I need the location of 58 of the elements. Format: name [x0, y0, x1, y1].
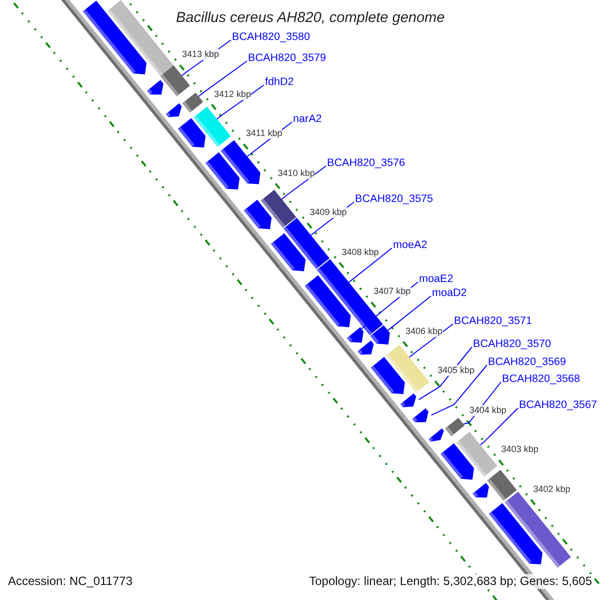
gene-feature	[400, 393, 416, 408]
tick-label: 3413 kbp	[182, 49, 220, 60]
gene-label: narA2	[293, 112, 322, 126]
gene-feature	[261, 190, 296, 228]
gene-feature	[182, 92, 204, 113]
tick-label: 3405 kbp	[438, 365, 475, 376]
gene-feature	[428, 428, 444, 442]
tick-label: 3409 kbp	[310, 207, 347, 218]
gene-feature	[445, 418, 465, 436]
gene-feature	[147, 80, 164, 95]
gene-label: moaD2	[432, 286, 467, 300]
gene-label: moaE2	[419, 272, 454, 286]
tick-label: 3408 kbp	[342, 246, 379, 258]
gene-feature	[271, 233, 306, 272]
tick-label: 3410 kbp	[278, 168, 315, 179]
tick-label: 3404 kbp	[469, 404, 506, 416]
tick-label: 3412 kbp	[214, 88, 252, 100]
map-title: Bacillus cereus AH820, complete genome	[176, 9, 445, 27]
gene-feature	[166, 103, 182, 118]
genome-stats-text: Topology: linear; Length: 5,302,683 bp; Genes: 5,605	[309, 574, 592, 589]
tick-label: 3402 kbp	[533, 484, 570, 495]
leader-line	[281, 166, 326, 200]
gene-label: BCAH820_3568	[502, 372, 580, 386]
tick-label: 3411 kbp	[246, 128, 282, 140]
gene-feature	[83, 0, 146, 74]
leader-line	[387, 296, 432, 331]
leader-line	[198, 60, 248, 97]
gene-label: fdhD2	[265, 75, 294, 89]
gene-feature	[472, 482, 489, 498]
gene-feature	[160, 65, 190, 96]
gene-feature	[304, 275, 351, 328]
gene-feature	[194, 106, 231, 147]
gene-feature	[440, 443, 474, 480]
leader-line	[480, 408, 518, 446]
leader-line	[430, 364, 488, 416]
gene-feature	[487, 470, 517, 501]
gene-label: BCAH820_3571	[454, 314, 532, 328]
tick-label: 3406 kbp	[406, 326, 443, 337]
leader-line	[216, 84, 264, 120]
gene-label: BCAH820_3569	[488, 355, 566, 369]
gene-label: BCAH820_3579	[248, 51, 326, 65]
tick-label: 3407 kbp	[374, 286, 411, 298]
gene-label: BCAH820_3567	[519, 398, 598, 412]
gene-label: BCAH820_3575	[355, 192, 434, 206]
gene-label: BCAH820_3580	[232, 30, 310, 44]
gene-label: moeA2	[393, 238, 428, 252]
leader-line	[408, 324, 454, 358]
gene-feature	[358, 340, 374, 355]
gene-feature	[412, 408, 428, 422]
gene-feature	[347, 327, 364, 343]
gene-label: BCAH820_3570	[473, 337, 552, 351]
gene-feature	[370, 325, 390, 344]
gene-feature	[206, 152, 240, 190]
gene-label: BCAH820_3576	[327, 156, 406, 170]
leader-line	[348, 248, 392, 283]
accession-text: Accession: NC_011773	[8, 574, 133, 589]
tick-label: 3403 kbp	[501, 444, 538, 456]
gene-feature	[370, 356, 405, 394]
